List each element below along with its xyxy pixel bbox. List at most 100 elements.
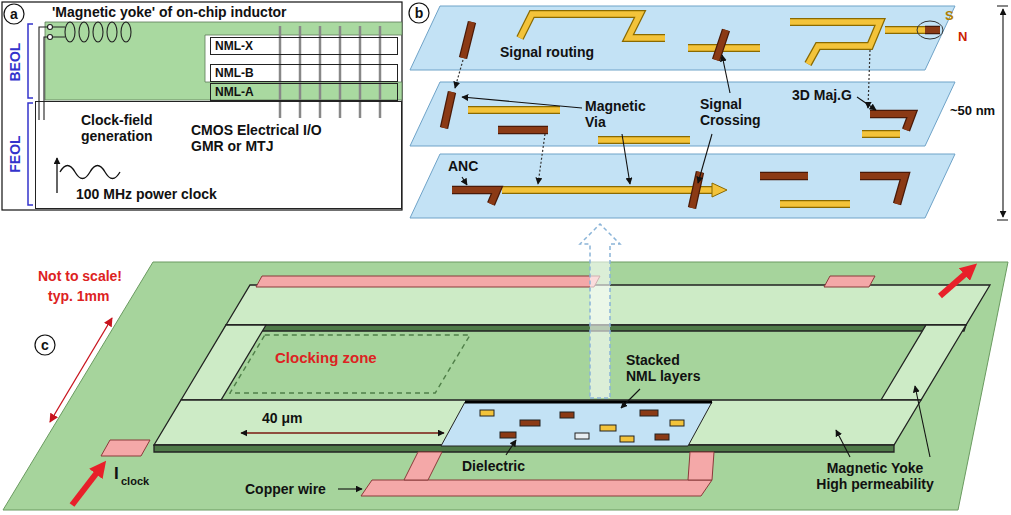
- nanomagnet-brown: [444, 92, 452, 128]
- note: Not to scale!: [38, 268, 122, 284]
- via-line: [379, 26, 382, 118]
- nanomagnet-yellow: [790, 22, 880, 64]
- magnetic-yoke: [45, 22, 402, 100]
- current-arrow: [72, 466, 102, 505]
- nanomagnet-brown: [860, 176, 905, 204]
- letter-circle: [409, 3, 429, 23]
- current-subscript: clock: [121, 475, 149, 488]
- nml-plane: [410, 6, 955, 218]
- nanomagnet-brown: [692, 172, 700, 208]
- nanomagnet-yellow: [598, 136, 690, 144]
- node-text: NML-X: [215, 38, 253, 54]
- leader-line: [506, 440, 516, 455]
- nanomagnet-brown: [498, 126, 548, 135]
- nanomagnet-brown: [716, 30, 726, 60]
- magnetic-yoke: [881, 325, 966, 400]
- panel-frame: [2, 2, 402, 210]
- nanomagnet-brown: [444, 22, 940, 208]
- panel-letter: c: [34, 334, 56, 356]
- magnetic-yoke: [45, 22, 402, 100]
- node-text: CMOS Electrical I/O GMR or MTJ: [191, 122, 351, 154]
- callout: Signal Crossing: [700, 96, 707, 128]
- nanomagnet-brown: [716, 30, 726, 60]
- stacked-nml: [465, 401, 712, 404]
- stacked-nml: [560, 412, 574, 418]
- nanomagnet-yellow: [780, 200, 850, 208]
- magnetic-via: [455, 50, 870, 184]
- current-arrow: [72, 268, 972, 505]
- nanomagnet-brown: [870, 114, 912, 130]
- copper-wire: [101, 440, 150, 456]
- nanomagnet-yellow: [520, 14, 665, 38]
- leader-line: [621, 389, 640, 408]
- nanomagnet-brown: [760, 172, 808, 181]
- current-arrow: [940, 268, 972, 296]
- layer-label: FEOL: [7, 135, 23, 172]
- panel-letter: a: [3, 3, 25, 25]
- panel-frame: [2, 2, 402, 210]
- copper-wire: [688, 452, 714, 480]
- part-label: Dielectric: [462, 458, 525, 474]
- inductor-coil: [107, 22, 117, 42]
- magnetic-via: [455, 60, 463, 88]
- leader-line: [338, 488, 362, 489]
- nanomagnet-yellow: [712, 183, 727, 197]
- node-text: Clock-field generation: [81, 112, 155, 144]
- panel-title: 'Magnetic yoke' of on-chip inductor: [52, 4, 287, 20]
- nanomagnet-brown: [463, 22, 472, 58]
- nanomagnet-yellow: [862, 130, 900, 138]
- nml-layer: NML-A: [210, 83, 398, 101]
- substrate-floor: [3, 262, 1008, 510]
- layer-bracket: [28, 24, 33, 98]
- nanomagnet-brown: [692, 172, 700, 208]
- nanomagnet-yellow: [790, 22, 880, 64]
- height-arrow: [997, 6, 1008, 220]
- part-label: Magnetic Yoke High permeability: [815, 460, 935, 492]
- via-line: [319, 26, 322, 118]
- stacked-nml: [640, 410, 658, 416]
- nml-layer: NML-X: [210, 37, 398, 55]
- leader-line: [462, 97, 582, 108]
- copper-wire: [361, 480, 712, 496]
- nanomagnet-yellow: [502, 187, 712, 193]
- dimension: 40 μm: [262, 410, 302, 426]
- magnet-ellipse: [917, 21, 943, 39]
- stacked-nml: [575, 433, 589, 439]
- inductor-coil: [93, 22, 103, 42]
- nanomagnet-brown: [860, 176, 905, 204]
- layer-label: BEOL: [7, 43, 23, 82]
- layer-bracket: [28, 103, 33, 205]
- height-arrow: [1002, 9, 1003, 217]
- leader-line: [462, 177, 467, 185]
- pole-label: S: [945, 9, 954, 24]
- nanomagnet-brown: [498, 127, 548, 133]
- part-label: Stacked NML layers: [626, 352, 703, 384]
- nanomagnet-brown: [760, 173, 808, 179]
- nanomagnet-brown: [452, 190, 497, 204]
- dimension-arrow: [241, 432, 444, 433]
- copper-wire: [824, 276, 875, 287]
- leader-line: [915, 386, 930, 457]
- via-line: [299, 26, 302, 118]
- letter-circle: [35, 335, 55, 355]
- node-text: 100 MHz power clock: [76, 186, 217, 202]
- view-arrow: [580, 224, 620, 398]
- inductor-coil: [39, 27, 48, 120]
- dimension: typ. 1mm: [48, 288, 109, 304]
- part-label: Copper wire: [245, 481, 326, 497]
- nanomagnet-yellow: [598, 137, 690, 143]
- via-line: [339, 26, 342, 118]
- nanomagnet-brown: [452, 190, 497, 204]
- clock-wave: [56, 158, 57, 193]
- node-text: Clocking zone: [275, 349, 377, 366]
- zone-outline: [230, 335, 470, 393]
- via-line: [359, 26, 362, 118]
- magnetic-via: [868, 50, 870, 108]
- leader-line: [857, 97, 876, 110]
- magnetic-yoke: [154, 400, 921, 445]
- stacked-nml: [480, 410, 494, 416]
- dimension-arrow: [50, 318, 112, 422]
- nanomagnet-yellow: [862, 131, 900, 137]
- nanomagnet-brown: [870, 114, 912, 130]
